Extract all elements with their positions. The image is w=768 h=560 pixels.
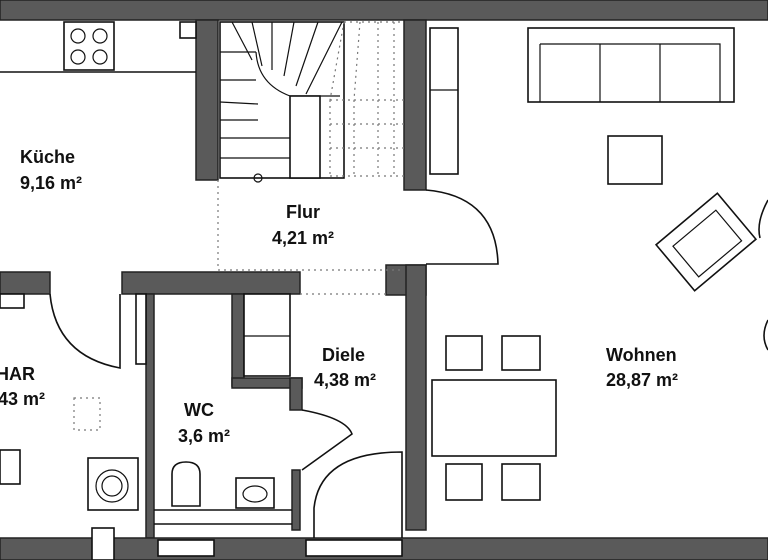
washbasin-icon <box>235 477 275 509</box>
room-labels: Küche 9,16 m² Flur 4,21 m² Diele 4,38 m²… <box>0 147 678 446</box>
stove-burner <box>70 49 86 65</box>
door-swing-entrance <box>313 451 403 538</box>
diele-cabinet <box>243 293 291 377</box>
dining-chair <box>501 335 541 371</box>
interior-wall-wohnen-left <box>405 264 427 531</box>
room-name-wohnen: Wohnen <box>606 345 677 365</box>
room-area-diele: 4,38 m² <box>314 370 376 390</box>
stair-wall-right <box>403 19 427 191</box>
room-name-diele: Diele <box>322 345 365 365</box>
staircase <box>219 21 404 183</box>
washbasin-bowl <box>242 485 268 503</box>
interior-wall-diele-niche <box>231 293 245 387</box>
room-name-flur: Flur <box>286 202 320 222</box>
door-swing-wc <box>301 409 353 471</box>
washing-machine-icon <box>87 457 139 511</box>
stair-landing <box>289 95 321 179</box>
stair-upper-outline <box>329 21 404 177</box>
kitchen-sink-icon <box>179 21 197 39</box>
stair-start-marker <box>253 173 263 183</box>
interior-wall-har-right <box>121 271 301 295</box>
dining-chair <box>501 463 541 501</box>
dining-table-icon <box>431 379 557 457</box>
toilet-icon <box>171 461 201 507</box>
interior-wall-diele-stub <box>289 377 303 411</box>
interior-wall-har-top <box>0 271 51 295</box>
door-swing-har <box>49 293 121 369</box>
outer-wall-top <box>0 0 768 21</box>
har-right-strip <box>135 293 147 365</box>
sofa-cushions <box>539 43 721 102</box>
stair-box <box>219 21 345 179</box>
window-bottom-har <box>91 527 115 560</box>
stove-burner <box>92 28 108 44</box>
armchair-icon <box>654 192 758 292</box>
washing-machine-drum <box>95 469 129 503</box>
room-area-flur: 4,21 m² <box>272 228 334 248</box>
dining-chair <box>445 335 483 371</box>
interior-wall-wc-left <box>145 293 155 539</box>
stove-icon <box>63 21 115 71</box>
hall-lines <box>49 180 499 538</box>
stove-burner <box>70 28 86 44</box>
door-swing-flur <box>425 189 499 265</box>
interior-wall-wc-right <box>291 469 301 531</box>
window-bottom-diele <box>305 539 403 557</box>
shelf-icon <box>0 449 21 485</box>
window-bottom-wc <box>157 539 215 557</box>
room-area-wohnen: 28,87 m² <box>606 370 678 390</box>
har-fixtures <box>0 293 147 511</box>
living-furniture <box>429 27 768 501</box>
coffee-table-icon <box>607 135 663 185</box>
wc-fixtures <box>154 461 292 525</box>
room-name-kueche: Küche <box>20 147 75 167</box>
wardrobe <box>243 293 291 377</box>
har-wall-strip <box>0 293 25 309</box>
dryer-placeholder-icon <box>73 397 101 431</box>
room-name-wc: WC <box>184 400 214 420</box>
stair-steps <box>219 21 343 159</box>
wc-counter <box>154 509 292 525</box>
kitchen-furniture <box>0 21 197 73</box>
room-area-kueche: 9,16 m² <box>20 173 82 193</box>
door-swing-terrace <box>758 199 768 351</box>
bookshelf-icon <box>429 27 459 175</box>
sofa-icon <box>527 27 735 103</box>
dining-chair <box>445 463 483 501</box>
room-area-har: 43 m² <box>0 389 45 409</box>
stove-burner <box>92 49 108 65</box>
flur-dotted-boundary <box>217 180 404 295</box>
room-area-wc: 3,6 m² <box>178 426 230 446</box>
stair-wall-left <box>195 19 219 181</box>
washing-machine-drum-inner <box>101 475 123 497</box>
room-name-har: HAR <box>0 364 35 384</box>
